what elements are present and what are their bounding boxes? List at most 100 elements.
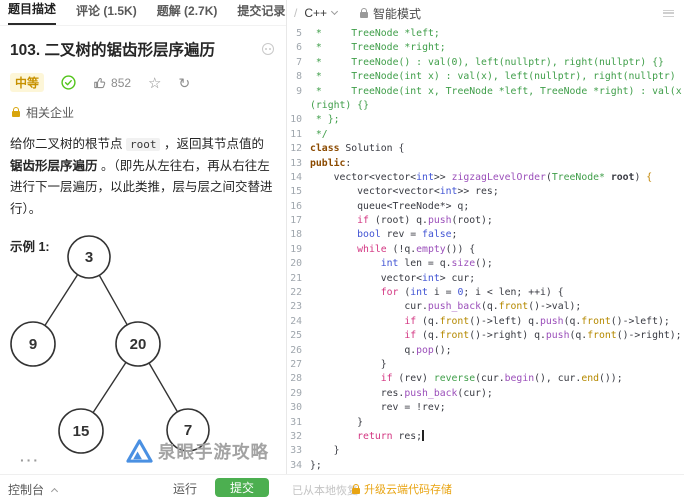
editor-settings-icon[interactable] <box>663 9 674 17</box>
code-line[interactable]: 9 * TreeNode(int x, TreeNode *left, Tree… <box>288 85 684 99</box>
submit-button[interactable]: 提交 <box>215 478 269 497</box>
code-token: */ <box>310 128 328 140</box>
related-companies[interactable]: 相关企业 <box>0 92 286 121</box>
favorite-star-icon[interactable]: ☆ <box>148 74 162 92</box>
more-icon[interactable] <box>262 43 274 55</box>
code-token: push <box>545 330 570 342</box>
line-number: 19 <box>290 243 302 255</box>
tab-submissions[interactable]: 提交记录 <box>237 4 286 18</box>
line-number: 8 <box>296 71 302 83</box>
line-number: 29 <box>290 387 302 399</box>
code-line[interactable]: 27} <box>288 358 684 372</box>
text-cursor <box>422 429 424 441</box>
tab-comments[interactable]: 评论 (1.5K) <box>76 4 137 18</box>
code-token: (cur. <box>475 373 505 385</box>
line-number: 17 <box>290 215 302 227</box>
problem-tabs: 题目描述 评论 (1.5K) 题解 (2.7K) 提交记录 <box>0 0 286 26</box>
description-segment: ，返回其节点值的 <box>160 137 264 151</box>
like-button[interactable]: 852 <box>93 76 131 90</box>
thumbs-up-icon <box>94 77 106 88</box>
code-line[interactable]: 5 * TreeNode *left; <box>288 27 684 41</box>
line-number: 32 <box>290 430 302 442</box>
code-token: >> <box>433 171 452 183</box>
code-token: (rev) <box>392 373 434 385</box>
code-token: push <box>427 215 452 227</box>
description-segment: 锯齿形层序遍历 <box>10 158 98 173</box>
code-token: } <box>357 416 364 428</box>
code-line[interactable]: 34}; <box>288 459 684 473</box>
code-token: ()->right) q. <box>469 330 546 342</box>
code-line[interactable]: 8 * TreeNode(int x) : val(x), left(nullp… <box>288 70 684 84</box>
line-number: 14 <box>290 171 302 183</box>
code-token: } <box>333 445 340 457</box>
code-token: ()->val); <box>528 301 582 313</box>
code-token: (q. <box>416 330 440 342</box>
code-token: size <box>451 258 476 270</box>
code-editor[interactable]: 5 * TreeNode *left;6 * TreeNode *right;7… <box>288 27 684 474</box>
tab-solutions[interactable]: 题解 (2.7K) <box>156 4 218 18</box>
code-token: front <box>439 315 470 327</box>
line-number: 24 <box>290 315 302 327</box>
code-line[interactable]: 6 * TreeNode *right; <box>288 41 684 55</box>
smart-mode-toggle[interactable]: 智能模式 <box>360 5 421 22</box>
line-number: 13 <box>290 157 302 169</box>
code-token: >> res; <box>457 186 499 198</box>
code-token: end <box>581 373 600 385</box>
code-line[interactable]: 7 * TreeNode() : val(0), left(nullptr), … <box>288 56 684 70</box>
run-button[interactable]: 运行 <box>173 482 198 496</box>
example-label: 示例 1: <box>10 240 50 254</box>
code-line[interactable]: (right) {} <box>288 99 684 113</box>
related-companies-label: 相关企业 <box>26 106 75 120</box>
code-token: (q. <box>563 315 582 327</box>
console-toggle[interactable]: 控制台 <box>8 481 59 498</box>
code-token: : <box>345 157 352 169</box>
code-token: rev = <box>380 229 423 241</box>
problem-meta: 中等 852 ☆ ↻ <box>0 60 286 92</box>
code-token: (); <box>433 344 452 356</box>
language-select[interactable]: C++ <box>304 6 339 20</box>
chevron-up-icon <box>50 487 59 495</box>
lock-icon <box>352 483 360 494</box>
code-token: }; <box>310 459 322 471</box>
tree-node-value: 3 <box>85 249 93 266</box>
code-line[interactable]: 31} <box>288 416 684 430</box>
tab-description[interactable]: 题目描述 <box>8 0 57 25</box>
tree-node <box>67 235 111 279</box>
upgrade-cloud-storage-link[interactable]: 升级云端代码存储 <box>352 481 452 497</box>
language-label: C++ <box>304 6 328 20</box>
line-number: 18 <box>290 229 302 241</box>
share-icon[interactable]: ↻ <box>178 74 191 91</box>
problem-description: 给你二叉树的根节点 root ，返回其节点值的 锯齿形层序遍历 。（即先从左往右… <box>0 121 286 220</box>
code-token: { <box>646 171 653 183</box>
console-label: 控制台 <box>8 483 45 497</box>
code-token: Solution { <box>339 143 405 155</box>
code-token: > cur; <box>439 272 476 284</box>
smart-mode-label: 智能模式 <box>373 6 422 21</box>
like-count: 852 <box>111 75 132 90</box>
code-line[interactable]: 33} <box>288 444 684 458</box>
code-line[interactable]: 10 * }; <box>288 113 684 127</box>
code-token: front <box>581 315 611 327</box>
code-line[interactable]: 11 */ <box>288 128 684 142</box>
tree-node <box>115 321 161 367</box>
